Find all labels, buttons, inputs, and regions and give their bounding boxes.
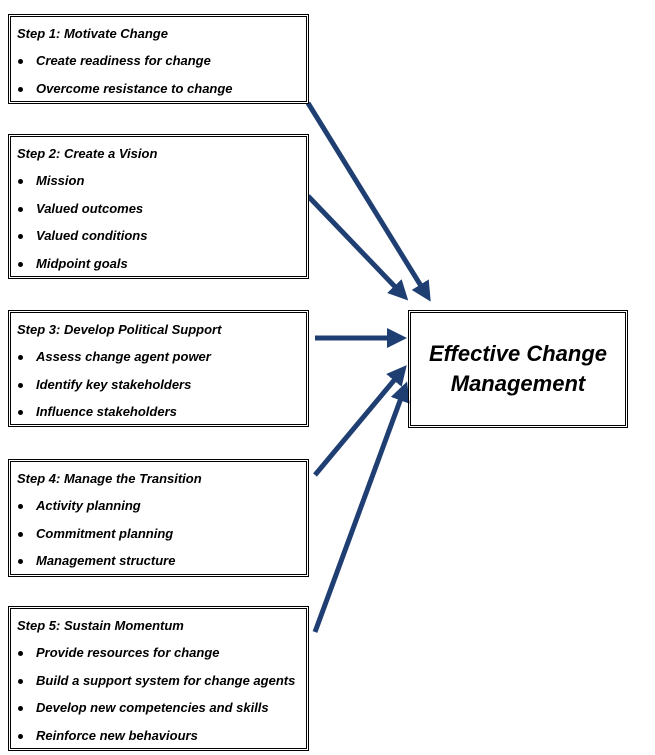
bullet-icon bbox=[18, 261, 23, 267]
bullet-icon bbox=[18, 59, 23, 64]
step-title: Step 4: Manage the Transition bbox=[17, 471, 202, 486]
step-4-box: Step 4: Manage the Transition Activity p… bbox=[8, 459, 309, 577]
list-item: Provide resources for change bbox=[17, 645, 306, 673]
list-item: Mission bbox=[17, 173, 306, 201]
list-item: Valued conditions bbox=[17, 228, 306, 256]
center-line-1: Effective Change bbox=[428, 341, 608, 366]
arrow-step5 bbox=[312, 381, 410, 633]
list-item: Activity planning bbox=[17, 498, 306, 526]
step-1-box: Step 1: Motivate Change Create readiness… bbox=[8, 14, 309, 104]
bullet-icon bbox=[18, 355, 23, 360]
item-text: Midpoint goals bbox=[36, 255, 128, 271]
bullet-icon bbox=[18, 678, 23, 684]
item-text: Management structure bbox=[36, 553, 176, 568]
bullet-icon bbox=[18, 706, 23, 711]
step-5-box: Step 5: Sustain Momentum Provide resourc… bbox=[8, 606, 309, 751]
list-item: Influence stakeholders bbox=[17, 404, 306, 432]
item-text: Reinforce new behaviours bbox=[36, 727, 198, 743]
effective-change-management-box: Effective Change Management bbox=[408, 310, 628, 428]
list-item: Management structure bbox=[17, 553, 306, 581]
step-title: Step 3: Develop Political Support bbox=[17, 322, 222, 337]
bullet-icon bbox=[18, 410, 23, 415]
item-text: Activity planning bbox=[36, 498, 141, 513]
bullet-icon bbox=[18, 382, 23, 388]
bullet-icon bbox=[18, 733, 23, 739]
item-text: Provide resources for change bbox=[36, 645, 220, 660]
arrow-step2 bbox=[306, 194, 409, 301]
step-2-box: Step 2: Create a Vision Mission Valued o… bbox=[8, 134, 309, 279]
item-text: Valued conditions bbox=[36, 228, 148, 243]
item-text: Build a support system for change agents bbox=[36, 672, 296, 688]
item-text: Overcome resistance to change bbox=[36, 80, 233, 96]
step-title: Step 5: Sustain Momentum bbox=[17, 618, 184, 633]
step-title: Step 2: Create a Vision bbox=[17, 146, 158, 161]
bullet-icon bbox=[18, 559, 23, 564]
item-text: Valued outcomes bbox=[36, 200, 144, 216]
list-item: Create readiness for change bbox=[17, 53, 306, 81]
list-item: Commitment planning bbox=[17, 526, 306, 554]
arrow-step4 bbox=[313, 365, 407, 477]
step-title: Step 1: Motivate Change bbox=[17, 26, 168, 41]
list-item: Develop new competencies and skills bbox=[17, 700, 306, 728]
list-item: Identify key stakeholders bbox=[17, 377, 306, 405]
list-item: Overcome resistance to change bbox=[17, 81, 306, 109]
item-text: Develop new competencies and skills bbox=[36, 700, 269, 715]
bullet-icon bbox=[18, 234, 23, 239]
bullet-icon bbox=[18, 531, 23, 537]
list-item: Valued outcomes bbox=[17, 201, 306, 229]
arrow-step1 bbox=[305, 101, 431, 302]
list-item: Build a support system for change agents bbox=[17, 673, 306, 701]
item-text: Commitment planning bbox=[36, 525, 174, 541]
item-text: Assess change agent power bbox=[36, 349, 211, 364]
bullet-icon bbox=[18, 206, 23, 212]
list-item: Assess change agent power bbox=[17, 349, 306, 377]
step-3-box: Step 3: Develop Political Support Assess… bbox=[8, 310, 309, 427]
item-text: Influence stakeholders bbox=[36, 404, 177, 419]
item-text: Create readiness for change bbox=[36, 53, 211, 68]
center-line-2: Management bbox=[450, 371, 586, 396]
list-item: Reinforce new behaviours bbox=[17, 728, 306, 755]
bullet-icon bbox=[18, 504, 23, 509]
item-text: Identify key stakeholders bbox=[36, 376, 192, 392]
bullet-icon bbox=[18, 86, 23, 92]
bullet-icon bbox=[18, 179, 23, 184]
list-item: Midpoint goals bbox=[17, 256, 306, 284]
item-text: Mission bbox=[36, 173, 85, 188]
bullet-icon bbox=[18, 651, 23, 656]
